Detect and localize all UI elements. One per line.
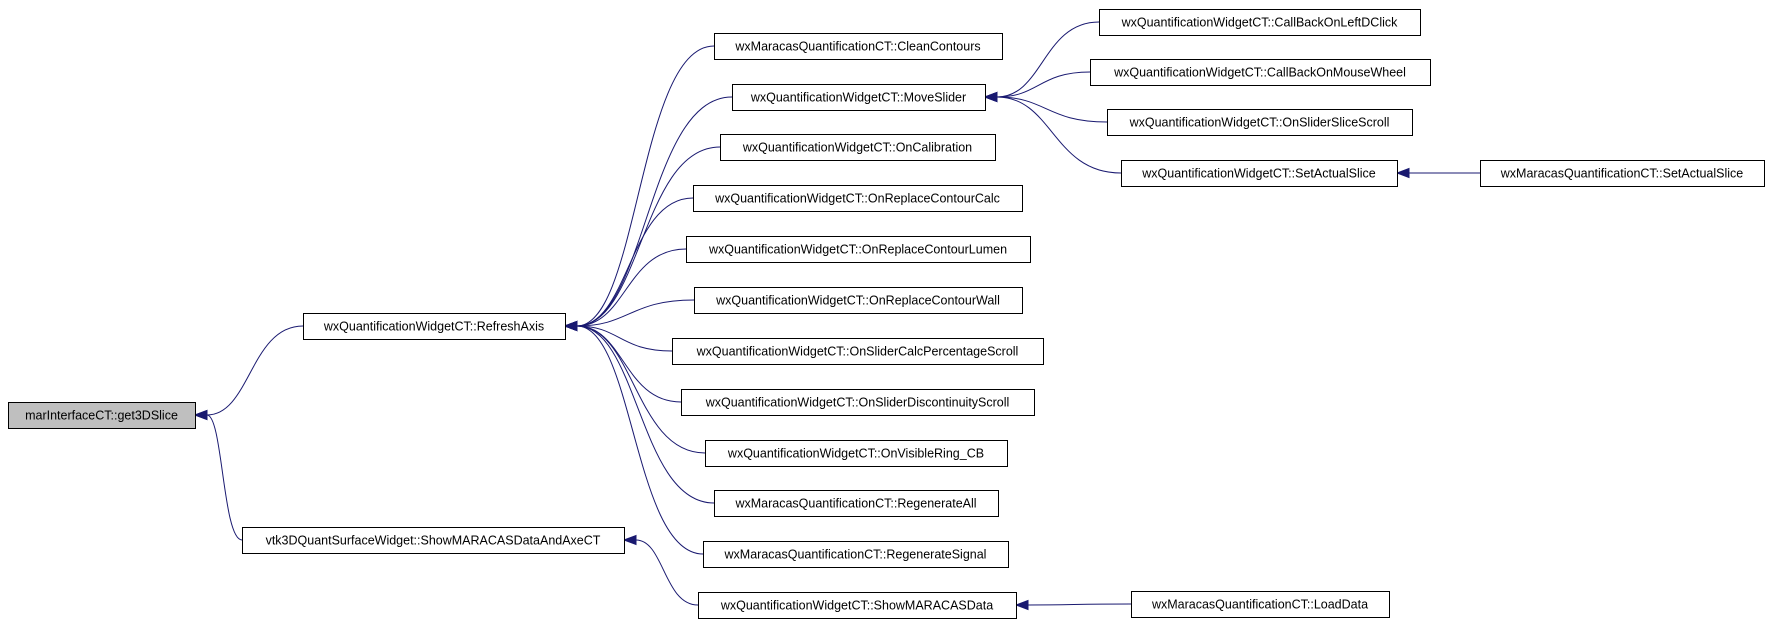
node-box: [672, 338, 1044, 365]
edge-show-maracasdata-and-axe-ct-to-get3-dslice: [206, 414, 243, 541]
node-on-replace-contour-calc[interactable]: wxQuantificationWidgetCT::OnReplaceConto…: [693, 185, 1023, 212]
node-label: wxQuantificationWidgetCT::ShowMARACASDat…: [720, 599, 993, 613]
node-box: [1121, 160, 1398, 187]
edge-regenerate-all-to-refresh-axis: [576, 325, 715, 504]
node-clean-contours[interactable]: wxMaracasQuantificationCT::CleanContours: [714, 33, 1003, 60]
node-refresh-axis[interactable]: wxQuantificationWidgetCT::RefreshAxis: [303, 313, 566, 340]
node-on-replace-contour-wall[interactable]: wxQuantificationWidgetCT::OnReplaceConto…: [694, 287, 1023, 314]
node-label: wxQuantificationWidgetCT::OnCalibration: [742, 141, 972, 155]
node-call-back-on-left-dclick[interactable]: wxQuantificationWidgetCT::CallBackOnLeft…: [1099, 9, 1421, 36]
node-on-calibration[interactable]: wxQuantificationWidgetCT::OnCalibration: [720, 134, 996, 161]
node-label: wxQuantificationWidgetCT::CallBackOnLeft…: [1121, 16, 1399, 30]
arrowhead: [563, 320, 578, 332]
node-layer: marInterfaceCT::get3DSlicewxQuantificati…: [8, 9, 1765, 619]
node-label: wxQuantificationWidgetCT::OnVisibleRing_…: [727, 447, 984, 461]
node-label: wxMaracasQuantificationCT::SetActualSlic…: [1500, 167, 1744, 181]
node-box: [703, 541, 1009, 568]
node-label: wxQuantificationWidgetCT::SetActualSlice: [1141, 167, 1375, 181]
node-label: wxMaracasQuantificationCT::RegenerateAll: [734, 497, 976, 511]
edge-on-replace-contour-wall-to-refresh-axis: [576, 299, 695, 327]
node-label: wxQuantificationWidgetCT::OnSliderSliceS…: [1129, 116, 1390, 130]
node-label: vtk3DQuantSurfaceWidget::ShowMARACASData…: [266, 534, 601, 548]
edge-on-visible-ring-cb-to-refresh-axis: [576, 325, 706, 454]
node-label: wxQuantificationWidgetCT::OnSliderCalcPe…: [696, 345, 1019, 359]
edge-show-maracasdata-to-show-maracasdata-and-axe-ct: [635, 539, 699, 606]
node-label: wxQuantificationWidgetCT::CallBackOnMous…: [1113, 66, 1406, 80]
arrowhead: [193, 409, 208, 421]
node-call-back-on-mouse-wheel[interactable]: wxQuantificationWidgetCT::CallBackOnMous…: [1090, 59, 1431, 86]
edge-clean-contours-to-refresh-axis: [576, 45, 715, 327]
edge-on-slider-discontinuity-scroll-to-refresh-axis: [576, 325, 682, 403]
node-label: wxQuantificationWidgetCT::OnSliderDiscon…: [705, 396, 1010, 410]
node-box: [303, 313, 566, 340]
node-on-slider-discontinuity-scroll[interactable]: wxQuantificationWidgetCT::OnSliderDiscon…: [681, 389, 1035, 416]
edge-on-replace-contour-lumen-to-refresh-axis: [576, 248, 687, 327]
node-box: [681, 389, 1035, 416]
node-on-visible-ring-cb[interactable]: wxQuantificationWidgetCT::OnVisibleRing_…: [705, 440, 1008, 467]
node-regenerate-signal[interactable]: wxMaracasQuantificationCT::RegenerateSig…: [703, 541, 1009, 568]
edge-load-data-to-show-maracasdata: [1027, 603, 1132, 606]
node-get3-dslice[interactable]: marInterfaceCT::get3DSlice: [8, 402, 196, 429]
node-box: [720, 134, 996, 161]
arrowhead: [983, 91, 998, 103]
edge-call-back-on-mouse-wheel-to-move-slider: [996, 71, 1091, 98]
node-on-slider-slice-scroll[interactable]: wxQuantificationWidgetCT::OnSliderSliceS…: [1107, 109, 1413, 136]
node-box: [698, 592, 1017, 619]
edge-refresh-axis-to-get3-dslice: [206, 325, 304, 416]
arrowhead: [1014, 599, 1029, 611]
node-label: wxQuantificationWidgetCT::OnReplaceConto…: [714, 192, 1000, 206]
node-label: wxMaracasQuantificationCT::RegenerateSig…: [724, 548, 987, 562]
edge-on-slider-slice-scroll-to-move-slider: [996, 96, 1108, 123]
edge-regenerate-signal-to-refresh-axis: [576, 325, 704, 555]
edge-on-replace-contour-calc-to-refresh-axis: [576, 197, 694, 327]
node-box: [686, 236, 1031, 263]
node-label: wxQuantificationWidgetCT::OnReplaceConto…: [715, 294, 1000, 308]
node-box: [693, 185, 1023, 212]
node-box: [714, 490, 999, 517]
node-set-actual-slice-w[interactable]: wxQuantificationWidgetCT::SetActualSlice: [1121, 160, 1398, 187]
node-show-maracasdata-and-axe-ct[interactable]: vtk3DQuantSurfaceWidget::ShowMARACASData…: [242, 527, 625, 554]
node-box: [1107, 109, 1413, 136]
node-box: [8, 402, 196, 429]
node-move-slider[interactable]: wxQuantificationWidgetCT::MoveSlider: [732, 84, 986, 111]
node-box: [1090, 59, 1431, 86]
node-set-actual-slice-m[interactable]: wxMaracasQuantificationCT::SetActualSlic…: [1480, 160, 1765, 187]
node-on-slider-calc-percentage-scroll[interactable]: wxQuantificationWidgetCT::OnSliderCalcPe…: [672, 338, 1044, 365]
node-box: [1131, 591, 1390, 618]
node-label: wxQuantificationWidgetCT::MoveSlider: [750, 91, 966, 105]
node-label: wxMaracasQuantificationCT::LoadData: [1151, 598, 1368, 612]
node-on-replace-contour-lumen[interactable]: wxQuantificationWidgetCT::OnReplaceConto…: [686, 236, 1031, 263]
node-box: [1099, 9, 1421, 36]
node-load-data[interactable]: wxMaracasQuantificationCT::LoadData: [1131, 591, 1390, 618]
edge-layer: [193, 21, 1480, 611]
node-label: wxMaracasQuantificationCT::CleanContours: [734, 40, 980, 54]
node-label: wxQuantificationWidgetCT::RefreshAxis: [323, 320, 544, 334]
node-box: [705, 440, 1008, 467]
node-box: [714, 33, 1003, 60]
edge-set-actual-slice-w-to-move-slider: [996, 96, 1122, 174]
node-box: [694, 287, 1023, 314]
edge-call-back-on-left-dclick-to-move-slider: [996, 21, 1100, 98]
node-box: [242, 527, 625, 554]
arrowhead: [622, 534, 637, 546]
node-show-maracasdata[interactable]: wxQuantificationWidgetCT::ShowMARACASDat…: [698, 592, 1017, 619]
node-box: [1480, 160, 1765, 187]
arrowhead: [1395, 167, 1410, 179]
edge-on-slider-calc-percentage-scroll-to-refresh-axis: [576, 325, 673, 352]
node-regenerate-all[interactable]: wxMaracasQuantificationCT::RegenerateAll: [714, 490, 999, 517]
node-label: wxQuantificationWidgetCT::OnReplaceConto…: [708, 243, 1007, 257]
node-label: marInterfaceCT::get3DSlice: [25, 409, 178, 423]
node-box: [732, 84, 986, 111]
